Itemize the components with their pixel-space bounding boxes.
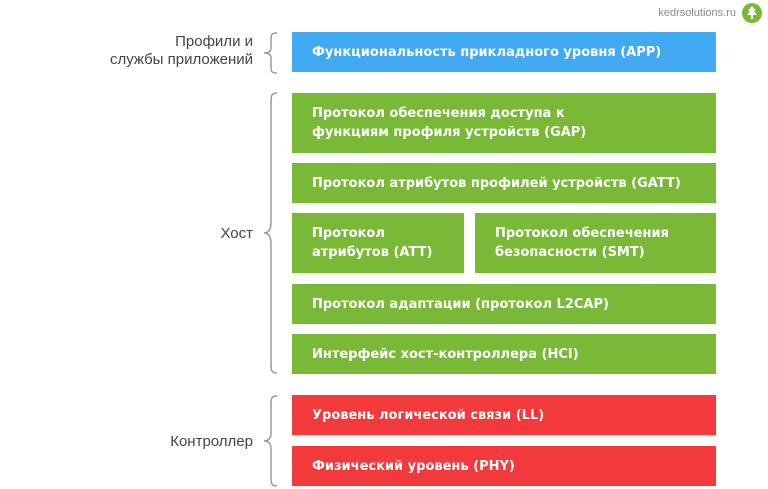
block-phy: Физический уровень (PHY) <box>292 446 716 486</box>
brand-text: kedrsolutions.ru <box>658 7 736 19</box>
block-phy-text: Физический уровень (PHY) <box>312 458 515 474</box>
block-att: Протокол атрибутов (ATT) <box>292 213 464 273</box>
brace-profiles <box>263 32 278 74</box>
block-ll: Уровень логической связи (LL) <box>292 395 716 435</box>
block-att-line2: атрибутов (ATT) <box>312 245 433 260</box>
group-label-profiles: Профили и службы приложений <box>110 33 253 69</box>
block-app: Функциональность прикладного уровня (APP… <box>292 32 716 72</box>
block-gatt-text: Протокол атрибутов профилей устройств (G… <box>312 175 681 191</box>
block-smt-line2: безопасности (SMT) <box>495 245 645 260</box>
block-ll-text: Уровень логической связи (LL) <box>312 407 545 423</box>
brace-host <box>263 92 278 374</box>
block-hci-text: Интерфейс хост-контроллера (HCI) <box>312 346 579 362</box>
block-gap-line2: функциям профиля устройств (GAP) <box>312 125 587 140</box>
tree-icon <box>742 3 762 23</box>
block-gatt: Протокол атрибутов профилей устройств (G… <box>292 163 716 203</box>
group-label-profiles-line1: Профили и <box>175 33 253 50</box>
block-gap: Протокол обеспечения доступа к функциям … <box>292 93 716 153</box>
block-l2cap: Протокол адаптации (протокол L2CAP) <box>292 284 716 324</box>
block-smt-line1: Протокол обеспечения <box>495 226 669 241</box>
brand: kedrsolutions.ru <box>658 3 762 23</box>
group-label-controller: Контроллер <box>170 433 253 450</box>
block-hci: Интерфейс хост-контроллера (HCI) <box>292 334 716 374</box>
group-label-host: Хост <box>220 225 253 242</box>
block-gap-line1: Протокол обеспечения доступа к <box>312 106 565 121</box>
block-att-line1: Протокол <box>312 226 385 241</box>
group-label-profiles-line2: службы приложений <box>109 51 253 68</box>
brace-controller <box>263 395 278 487</box>
block-app-text: Функциональность прикладного уровня (APP… <box>312 44 662 60</box>
block-smt: Протокол обеспечения безопасности (SMT) <box>475 213 716 273</box>
block-l2cap-text: Протокол адаптации (протокол L2CAP) <box>312 296 609 312</box>
